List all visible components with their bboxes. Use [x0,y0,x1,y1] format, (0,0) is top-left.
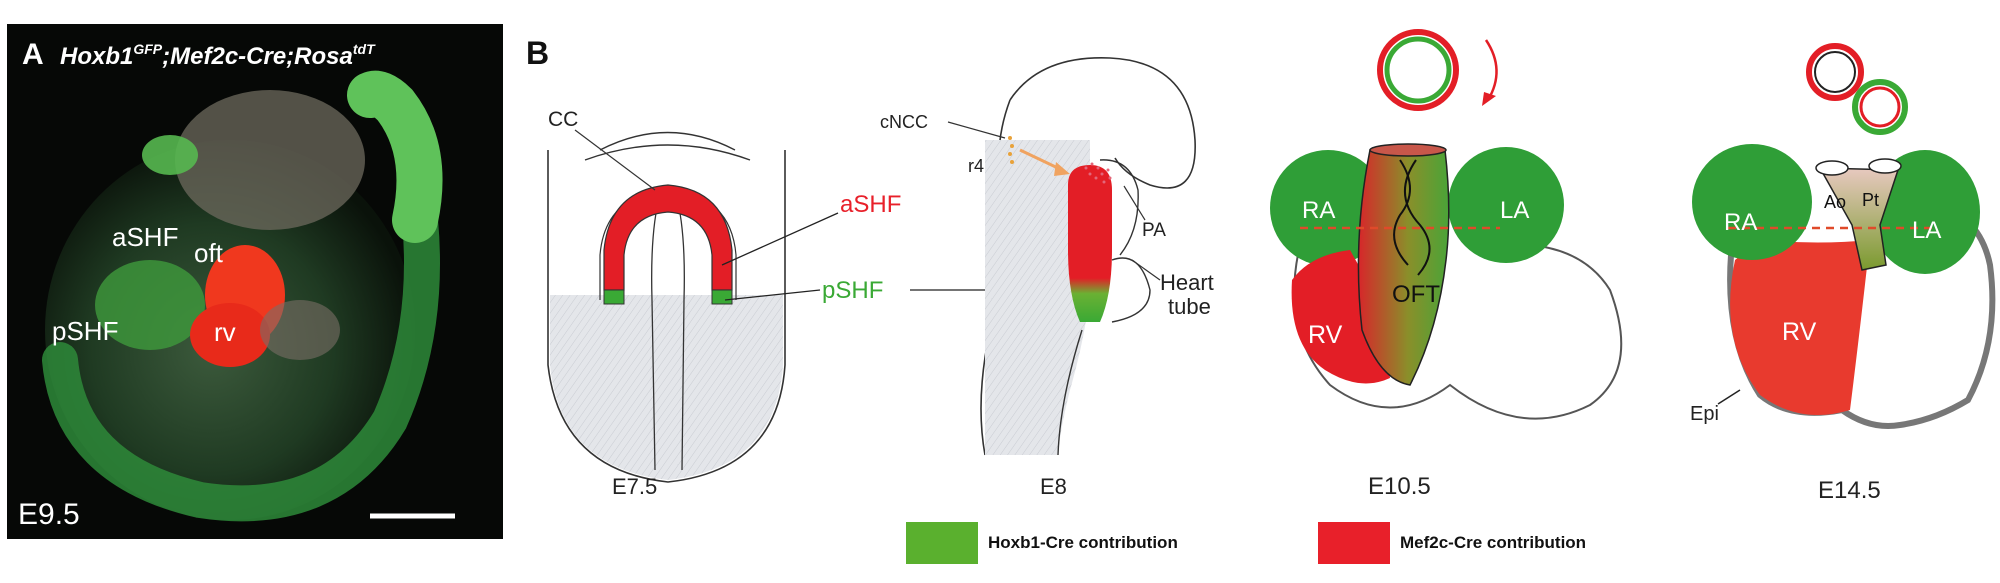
label-rv-e10-5: RV [1308,321,1343,349]
e7-5-hatched-base [550,295,783,480]
stage-e9-5: E9.5 [18,498,80,531]
label-ashf-b: aSHF [840,191,901,218]
cc-leader-line [574,129,656,191]
label-ra-e10-5: RA [1302,197,1335,224]
genotype-superscript-gfp: GFP [133,41,162,57]
label-epi: Epi [1690,403,1719,425]
panel-a-title: Hoxb1GFP;Mef2c-Cre;RosatdT [60,41,376,70]
pshf-leader-e7-5 [724,289,821,301]
legend-label-mef2c: Mef2c-Cre contribution [1400,533,1587,552]
anterior-green-patch [142,135,198,175]
schematic-e14-5: RA LA Ao Pt RV Epi E14.5 [1690,43,1996,504]
e7-5-pshf-green-right [711,289,733,305]
stage-e8: E8 [1040,474,1067,499]
rotation-arrow [1484,39,1498,101]
heart-shadow [260,300,340,360]
e10-5-oft-ring-inner [1384,36,1452,104]
label-r4: r4 [968,156,984,176]
e7-5-outline [547,150,786,483]
e14-5-ao-ring [1806,43,1864,101]
genotype-part-2: ;Mef2c-Cre;Rosa [162,43,353,70]
cncc-leader-line [947,121,1006,139]
e7-5-ashf-red-crescent [603,184,733,291]
e8-heart-tube [1068,165,1112,322]
legend-label-hoxb1: Hoxb1-Cre contribution [988,533,1178,552]
stage-e14-5: E14.5 [1818,477,1881,504]
label-la-e10-5: LA [1500,197,1529,224]
schematic-e7-5: CC E7.5 [547,108,786,499]
neural-tube-green [347,70,443,243]
pshf-green-patch [95,260,205,350]
genotype-superscript-tdt: tdT [353,41,376,57]
label-rv-e14-5: RV [1782,318,1817,346]
label-ra-e14-5: RA [1724,209,1757,236]
stage-e10-5: E10.5 [1368,473,1431,500]
label-la-e14-5: LA [1912,217,1941,244]
legend-mef2c: Mef2c-Cre contribution [1318,520,1586,566]
label-oft: OFT [1392,281,1440,308]
legend-swatch-red [1318,522,1390,564]
label-pshf-b: pSHF [822,277,883,304]
ao-opening [1815,160,1849,176]
label-ao: Ao [1824,192,1846,212]
label-cncc: cNCC [880,112,928,132]
rv-red-region [190,303,270,367]
cncc-arrow-line [1019,148,1063,172]
e10-5-oft [1357,149,1450,386]
epi-leader-line [1717,389,1741,405]
label-rv-a: rv [214,317,236,347]
label-heart: Heart [1160,270,1214,295]
rotation-arrow-head [1482,92,1496,106]
e10-5-heart-outline [1293,244,1623,420]
label-ashf-a: aSHF [112,222,178,252]
e10-5-la [1448,147,1564,263]
genotype-part-1: Hoxb1 [60,43,133,70]
e8-head-outline [1009,57,1196,189]
legend-swatch-green [906,522,978,564]
panel-a: A Hoxb1GFP;Mef2c-Cre;RosatdT aSHF oft pS… [7,24,503,539]
legend-hoxb1: Hoxb1-Cre contribution [906,520,1178,566]
e10-5-ra [1270,150,1386,266]
schematic-e10-5: RA LA RV OFT E10.5 [1270,29,1623,500]
e10-5-oft-ring-outer [1377,29,1459,111]
embryo-tail-green [42,202,440,522]
stage-e7-5: E7.5 [612,474,657,499]
label-tube: tube [1168,294,1211,319]
schematic-e8: cNCC r4 PA Heart tube E8 [880,57,1214,499]
pa-red-dots [1084,162,1112,184]
label-pt: Pt [1862,190,1879,210]
e14-5-ra [1692,144,1812,260]
embryo-head [175,90,365,230]
panel-a-letter: A [22,38,44,71]
label-pshf-a: pSHF [52,316,118,346]
e14-5-pt-ring [1852,79,1908,135]
e8-hatched-body [985,140,1090,455]
label-pa: PA [1142,220,1166,241]
e14-5-la [1870,150,1980,274]
panel-b-letter: B [526,35,549,71]
e14-5-rv [1730,240,1870,415]
cncc-dots [1008,136,1014,164]
label-cc: CC [548,108,578,131]
pt-opening [1868,158,1902,174]
cncc-arrow-head [1054,162,1070,176]
heart-tube-leader-line [1131,259,1161,281]
pa-leader-line [1123,185,1146,221]
label-oft-a: oft [194,238,224,268]
ashf-leader-e7-5 [721,212,839,266]
e7-5-pshf-green-left [603,289,625,305]
